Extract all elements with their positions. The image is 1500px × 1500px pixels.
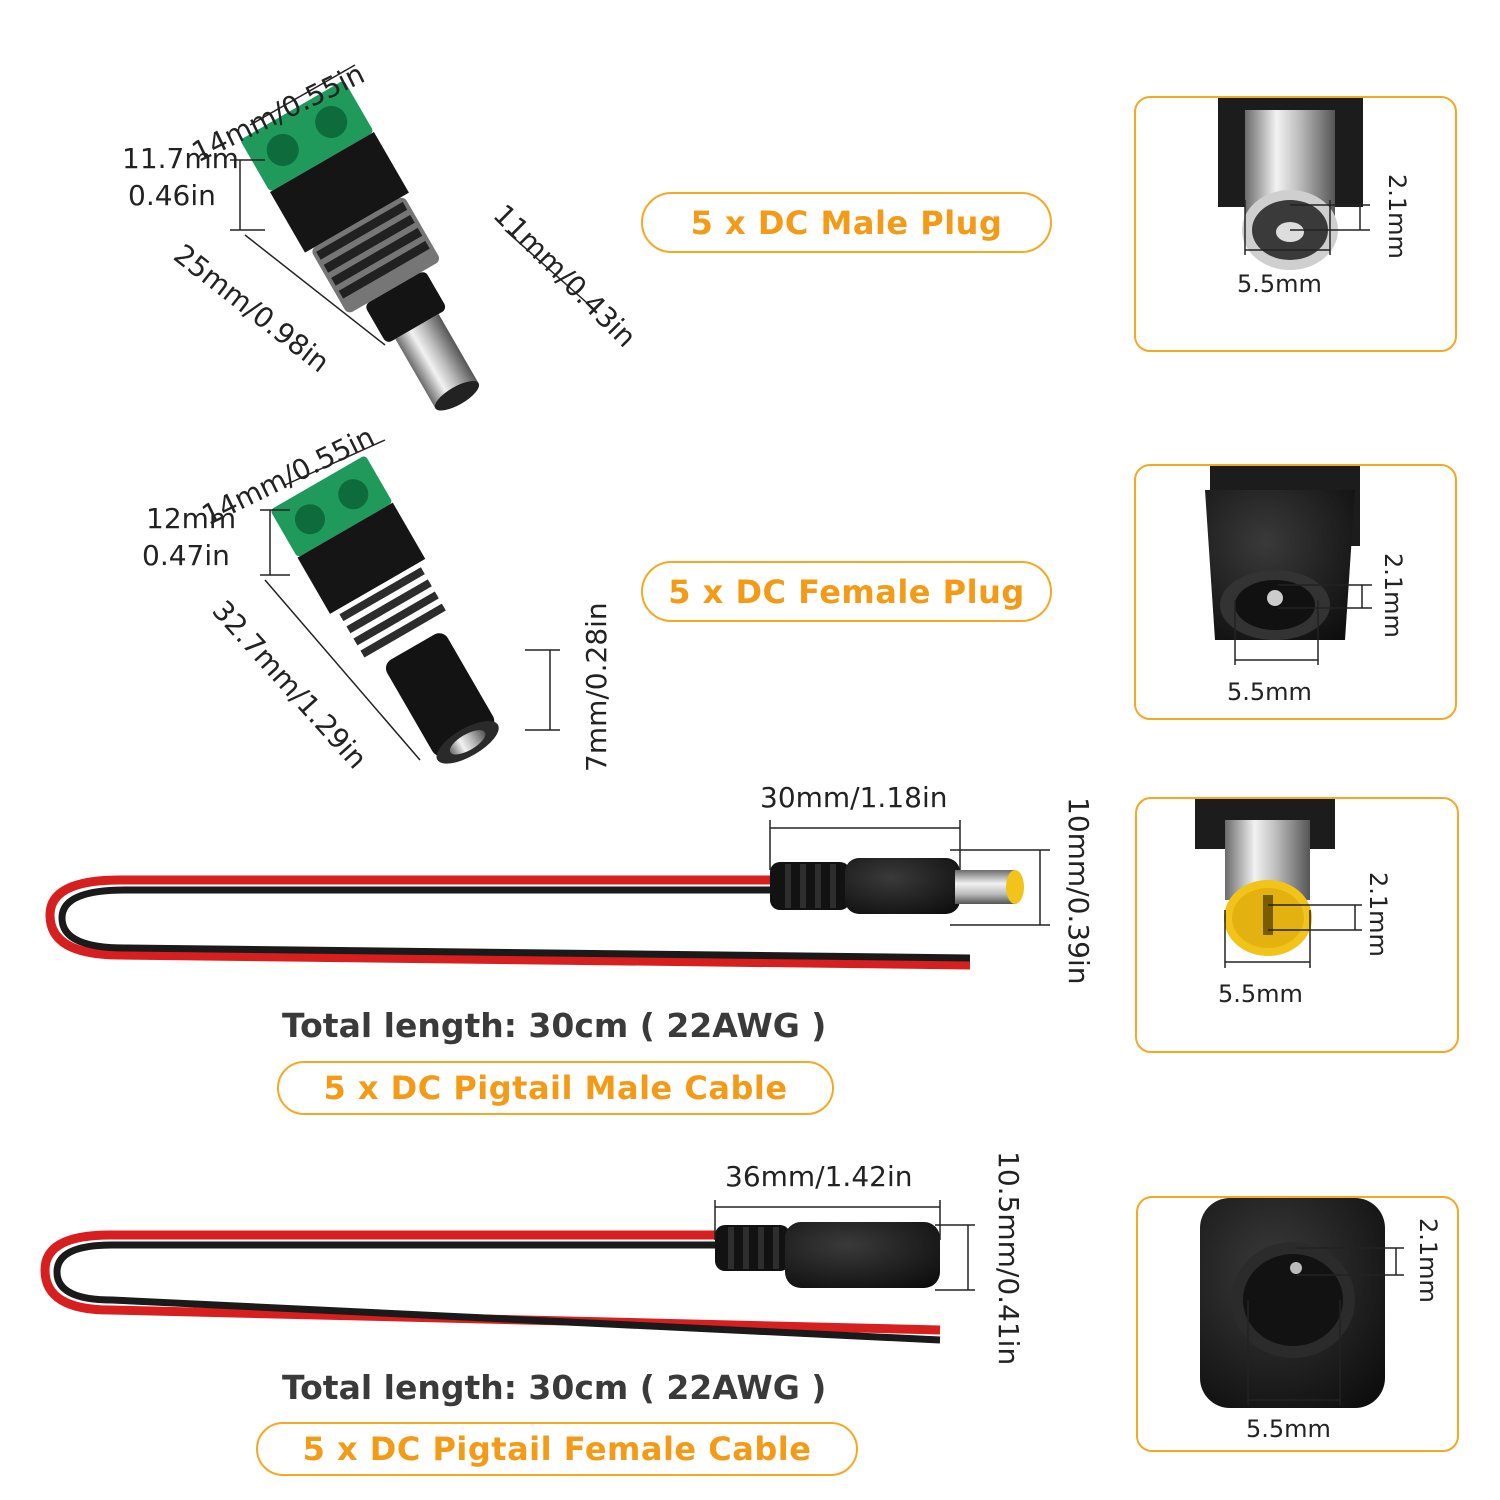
- closeup-panel-female-cable: [1136, 1196, 1459, 1452]
- closeup4-outer-dim: 5.5mm: [1246, 1415, 1331, 1443]
- closeup-panel-male-plug: [1134, 96, 1457, 352]
- closeup2-inner-dim: 2.1mm: [1379, 553, 1407, 638]
- male-cable-length-dim: 30mm/1.18in: [760, 781, 948, 814]
- female-cable-diameter-dim: 10.5mm/0.41in: [992, 1151, 1025, 1366]
- closeup-panel-male-cable: [1135, 797, 1459, 1053]
- closeup-panel-female-plug: [1134, 464, 1457, 720]
- male-plug-height-mm: 11.7mm: [122, 142, 239, 175]
- male-cable-diameter-dim: 10mm/0.39in: [1062, 797, 1095, 985]
- closeup4-inner-dim: 2.1mm: [1414, 1218, 1442, 1303]
- closeup-female-plug: [1205, 466, 1360, 640]
- closeup-female-cable: [1200, 1198, 1385, 1408]
- closeup2-outer-dim: 5.5mm: [1227, 678, 1312, 706]
- female-cable-length-dim: 36mm/1.42in: [725, 1160, 913, 1193]
- male-pigtail-cable: [45, 858, 1024, 970]
- female-cable-label: 5 x DC Pigtail Female Cable: [256, 1422, 858, 1476]
- male-cable-label: 5 x DC Pigtail Male Cable: [277, 1061, 834, 1115]
- closeup3-outer-dim: 5.5mm: [1218, 980, 1303, 1008]
- closeup1-outer-dim: 5.5mm: [1237, 270, 1322, 298]
- closeup3-inner-dim: 2.1mm: [1364, 872, 1392, 957]
- male-terminal-plug: [241, 81, 480, 411]
- closeup-male-cable: [1195, 799, 1335, 956]
- female-pigtail-cable: [40, 1222, 941, 1344]
- plug-dimension-lines: [230, 64, 596, 761]
- female-plug-label: 5 x DC Female Plug: [641, 561, 1052, 622]
- female-terminal-plug: [271, 456, 499, 764]
- male-cable-total-length: Total length: 30cm ( 22AWG ): [282, 1006, 827, 1045]
- female-plug-height-in: 0.47in: [142, 539, 230, 572]
- male-plug-label: 5 x DC Male Plug: [641, 192, 1052, 253]
- cable-dimension-lines: [714, 820, 1050, 1291]
- panel-dimension-lines: [1224, 200, 1404, 1405]
- female-cable-total-length: Total length: 30cm ( 22AWG ): [282, 1368, 827, 1407]
- female-plug-height-mm: 12mm: [146, 502, 237, 535]
- male-plug-height-in: 0.46in: [128, 179, 216, 212]
- female-plug-barrel-dim: 7mm/0.28in: [580, 602, 613, 772]
- closeup1-inner-dim: 2.1mm: [1383, 174, 1411, 259]
